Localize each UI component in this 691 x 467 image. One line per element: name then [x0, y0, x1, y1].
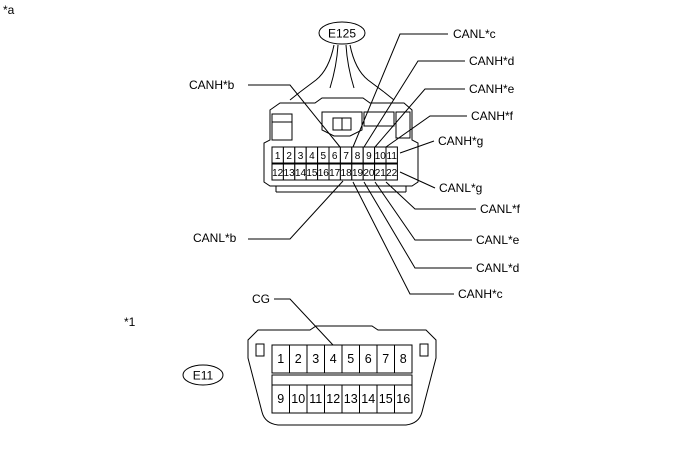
pin-number: 10 — [291, 392, 305, 406]
pin-cell — [394, 384, 413, 414]
pin-number: 11 — [387, 151, 398, 162]
pin-number: 13 — [344, 392, 358, 406]
pin-number: 8 — [400, 352, 407, 366]
pin-number: 6 — [365, 352, 372, 366]
pin-number: 1 — [277, 352, 284, 366]
label-canh-b: CANH*b — [189, 78, 235, 92]
pin-number: 7 — [343, 151, 349, 162]
pin-number: 14 — [361, 392, 375, 406]
label-canl-f: CANL*f — [480, 202, 521, 216]
label-canh-f: CANH*f — [471, 109, 514, 123]
pin-number: 12 — [326, 392, 340, 406]
label-canl-d: CANL*d — [476, 261, 519, 275]
pin-cell — [385, 146, 398, 164]
pin-number: 2 — [286, 151, 292, 162]
pin-number: 8 — [355, 151, 361, 162]
label-canl-g: CANL*g — [439, 181, 482, 195]
pin-number: 16 — [318, 168, 330, 179]
pin-number: 1 — [275, 151, 281, 162]
pin-number: 3 — [298, 151, 304, 162]
e125-left-latch — [271, 113, 293, 141]
pin-number: 6 — [332, 151, 338, 162]
pin-number: 10 — [375, 151, 387, 162]
e125-id: E125 — [328, 27, 356, 41]
pin-number: 12 — [272, 168, 284, 179]
label-canl-b: CANL*b — [193, 231, 237, 245]
pin-number: 18 — [341, 168, 353, 179]
pin-number: 9 — [366, 151, 372, 162]
pin-number: 4 — [309, 151, 315, 162]
label-canh-d: CANH*d — [469, 54, 514, 68]
pin-number: 11 — [309, 392, 322, 406]
pin-number: 4 — [330, 352, 337, 366]
pin-number: 16 — [396, 392, 410, 406]
e125-key — [363, 111, 395, 127]
label-canl-c: CANL*c — [453, 27, 496, 41]
pin-number: 9 — [277, 392, 284, 406]
mark-a: *a — [3, 3, 15, 17]
pin-number: 14 — [295, 168, 307, 179]
pin-number: 22 — [386, 168, 398, 179]
pin-number: 13 — [284, 168, 296, 179]
pin-number: 19 — [352, 168, 364, 179]
pin-number: 21 — [375, 168, 387, 179]
pin-number: 20 — [363, 168, 375, 179]
pin-number: 15 — [306, 168, 318, 179]
pin-number: 3 — [312, 352, 319, 366]
e11-id-bubble — [182, 364, 224, 386]
label-canl-e: CANL*e — [476, 233, 520, 247]
pin-cell — [394, 344, 413, 374]
leader-line-cg — [274, 298, 334, 346]
pin-cell — [385, 163, 398, 181]
pin-number: 15 — [379, 392, 393, 406]
e11-id: E11 — [193, 369, 214, 383]
pin-number: 2 — [295, 352, 302, 366]
pin-number: 5 — [347, 352, 354, 366]
label-cg: CG — [252, 292, 270, 306]
label-canh-g: CANH*g — [438, 134, 483, 148]
pin-number: 7 — [382, 352, 389, 366]
pin-number: 17 — [329, 168, 341, 179]
label-canh-e: CANH*e — [469, 82, 515, 96]
mark-1: *1 — [124, 315, 136, 329]
e11-divider — [271, 374, 413, 386]
leader-lines-e125 — [248, 33, 476, 295]
e125-id-bubble — [318, 21, 366, 45]
wire-bundle — [289, 44, 395, 101]
label-canh-c: CANH*c — [458, 287, 503, 301]
pin-number: 5 — [321, 151, 327, 162]
